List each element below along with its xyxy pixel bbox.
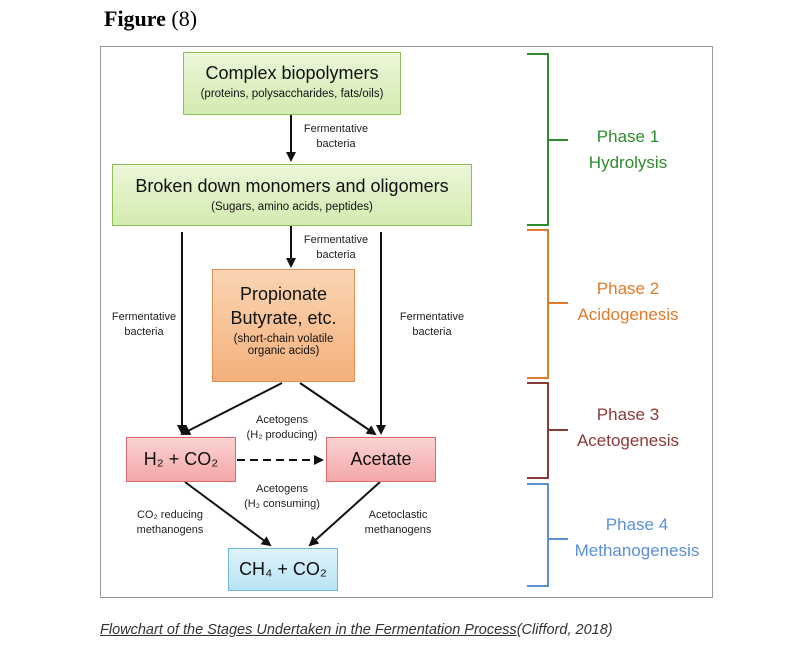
label-fermentative-1-line2: bacteria [316, 138, 356, 150]
acetate-title: Acetate [350, 449, 412, 469]
label-acetogens-producing: Acetogens (H₂ producing) [232, 413, 332, 443]
figure-number: (8) [171, 6, 198, 31]
monomers-title: Broken down monomers and oligomers [135, 176, 449, 196]
box-h2-co2: H₂ + CO₂ [126, 437, 236, 482]
arrow-h2co2-to-ch4 [184, 481, 272, 547]
arrow-acids-to-h2co2 [180, 382, 283, 435]
phase-3-name: Phase 3 [596, 405, 660, 424]
label-acetogens-producing-line2: (H₂ producing) [246, 429, 318, 441]
box-ch4-co2: CH₄ + CO₂ [228, 548, 338, 591]
phase-1-stage: Hydrolysis [588, 153, 668, 172]
box-volatile-acids: Propionate Butyrate, etc. (short-chain v… [212, 269, 355, 382]
label-fermentative-left: Fermentative bacteria [104, 310, 184, 340]
phase-4: Phase 4 Methanogenesis [562, 512, 712, 564]
acids-line-1: Propionate [239, 284, 328, 304]
label-co2-reducing-line2: methanogens [136, 524, 204, 536]
phase-3: Phase 3 Acetogenesis [548, 402, 708, 454]
phase-3-stage: Acetogenesis [576, 431, 680, 450]
label-fermentative-2-line1: Fermentative [303, 234, 369, 246]
box-acetate: Acetate [326, 437, 436, 482]
label-fermentative-right-line2: bacteria [412, 326, 452, 338]
box-complex-biopolymers: Complex biopolymers (proteins, polysacch… [183, 52, 401, 115]
phase-1-name: Phase 1 [596, 127, 660, 146]
label-co2-reducing-line1: CO₂ reducing [136, 509, 204, 521]
label-acetoclastic-line1: Acetoclastic [368, 509, 428, 521]
phase-4-name: Phase 4 [605, 515, 669, 534]
ch4co2-title: CH₄ + CO₂ [239, 559, 327, 579]
label-fermentative-1: Fermentative bacteria [296, 122, 376, 152]
phase-1: Phase 1 Hydrolysis [548, 124, 708, 176]
label-co2-reducing: CO₂ reducing methanogens [124, 508, 216, 538]
label-acetogens-consuming-line2: (H₂ consuming) [244, 498, 320, 510]
acids-sub-2: organic acids) [247, 345, 320, 357]
label-fermentative-right: Fermentative bacteria [392, 310, 472, 340]
arrow-acids-to-acetate [299, 382, 377, 436]
figure-label: Figure [104, 6, 166, 31]
box-monomers-oligomers: Broken down monomers and oligomers (Suga… [112, 164, 472, 226]
label-acetoclastic-line2: methanogens [364, 524, 432, 536]
caption-text: Flowchart of the Stages Undertaken in th… [100, 622, 517, 638]
phase-4-stage: Methanogenesis [574, 541, 700, 560]
flowchart-frame [100, 46, 713, 598]
acids-sub-1: (short-chain volatile [233, 333, 334, 345]
label-fermentative-1-line1: Fermentative [303, 123, 369, 135]
h2co2-title: H₂ + CO₂ [143, 449, 219, 469]
figure-caption: Flowchart of the Stages Undertaken in th… [100, 622, 720, 638]
label-acetogens-consuming: Acetogens (H₂ consuming) [232, 482, 332, 512]
phase-2-name: Phase 2 [596, 279, 660, 298]
label-fermentative-2-line2: bacteria [316, 249, 356, 261]
label-fermentative-left-line2: bacteria [124, 326, 164, 338]
bracket-phase-4 [527, 483, 568, 587]
acids-line-2: Butyrate, etc. [230, 308, 337, 328]
phase-2-stage: Acidogenesis [577, 305, 679, 324]
figure-heading: Figure (8) [104, 6, 197, 32]
label-fermentative-2: Fermentative bacteria [296, 233, 376, 263]
arrow-acetate-to-ch4 [308, 481, 381, 547]
bracket-phase-3 [527, 382, 568, 479]
biopolymers-subtitle: (proteins, polysaccharides, fats/oils) [200, 88, 384, 100]
label-acetogens-producing-line1: Acetogens [256, 414, 308, 426]
label-fermentative-right-line1: Fermentative [399, 311, 465, 323]
label-acetoclastic: Acetoclastic methanogens [352, 508, 444, 538]
biopolymers-title: Complex biopolymers [205, 63, 379, 83]
phase-2: Phase 2 Acidogenesis [548, 276, 708, 328]
caption-citation: (Clifford, 2018) [516, 622, 613, 638]
bracket-phase-2 [527, 229, 568, 379]
bracket-phase-1 [527, 53, 568, 226]
monomers-subtitle: (Sugars, amino acids, peptides) [211, 201, 373, 213]
label-fermentative-left-line1: Fermentative [111, 311, 177, 323]
label-acetogens-consuming-line1: Acetogens [256, 483, 308, 495]
